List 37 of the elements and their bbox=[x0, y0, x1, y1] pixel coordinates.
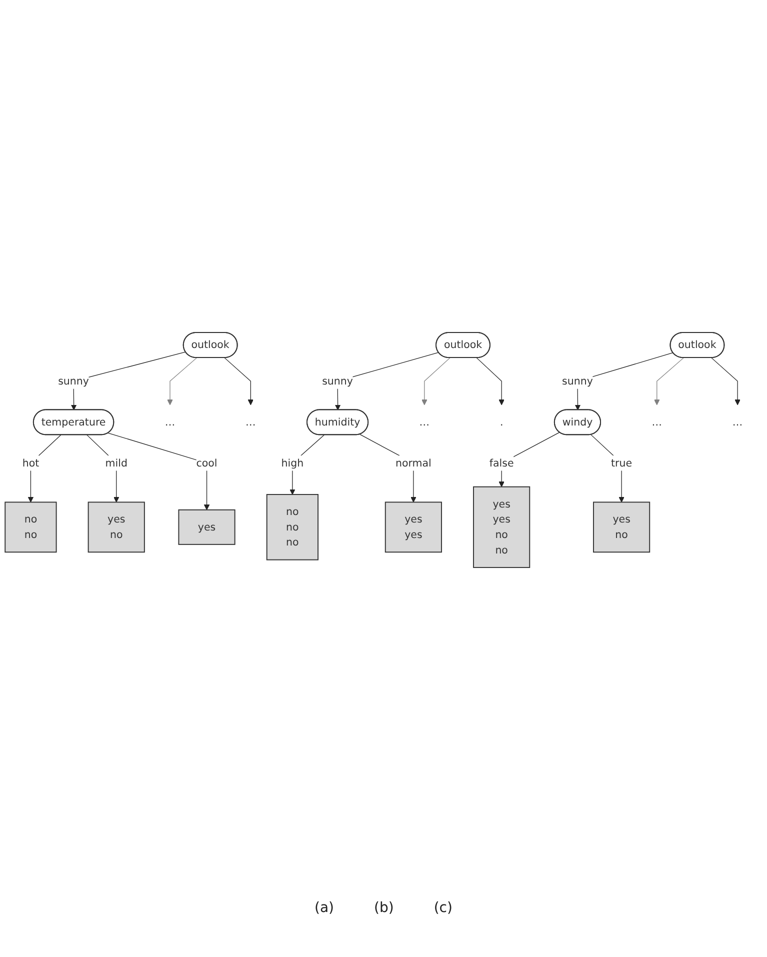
node-box: yes yes bbox=[384, 502, 442, 553]
arrow bbox=[654, 358, 684, 406]
arrow bbox=[28, 434, 62, 502]
panel-label: (b) bbox=[374, 900, 394, 916]
node-box: no no bbox=[4, 502, 57, 553]
edge-label: normal bbox=[396, 456, 432, 469]
arrow bbox=[711, 358, 740, 406]
node-box: yes no bbox=[593, 502, 650, 553]
node-text: … bbox=[246, 416, 256, 428]
node-box: yes no bbox=[88, 502, 145, 553]
node-box: no no no bbox=[266, 494, 318, 560]
arrow bbox=[476, 358, 504, 406]
arrow bbox=[108, 432, 210, 510]
edge-label: high bbox=[281, 456, 304, 469]
arrow bbox=[422, 358, 450, 406]
node-text: … bbox=[164, 416, 176, 428]
node-text: … bbox=[732, 416, 743, 428]
edge-label: false bbox=[489, 456, 514, 469]
node-box: yes yes no no bbox=[473, 486, 530, 568]
arrow bbox=[167, 358, 198, 406]
edge-label: mild bbox=[105, 456, 128, 469]
panel-label: (c) bbox=[434, 900, 452, 916]
node-text: … bbox=[652, 416, 662, 428]
edge-label: sunny bbox=[562, 374, 593, 387]
arrow bbox=[590, 434, 624, 502]
edge-label: true bbox=[611, 456, 632, 469]
node-text: … bbox=[419, 416, 430, 428]
arrow bbox=[224, 358, 254, 406]
edge-label: hot bbox=[22, 456, 40, 469]
node-text: . bbox=[500, 416, 504, 428]
panel-label: (a) bbox=[314, 900, 334, 916]
edge-label: sunny bbox=[58, 374, 89, 387]
arrow bbox=[86, 434, 120, 502]
edge-label: cool bbox=[196, 456, 218, 469]
edge-label: sunny bbox=[322, 374, 353, 387]
arrow bbox=[290, 434, 324, 495]
node-box: yes bbox=[178, 509, 236, 545]
